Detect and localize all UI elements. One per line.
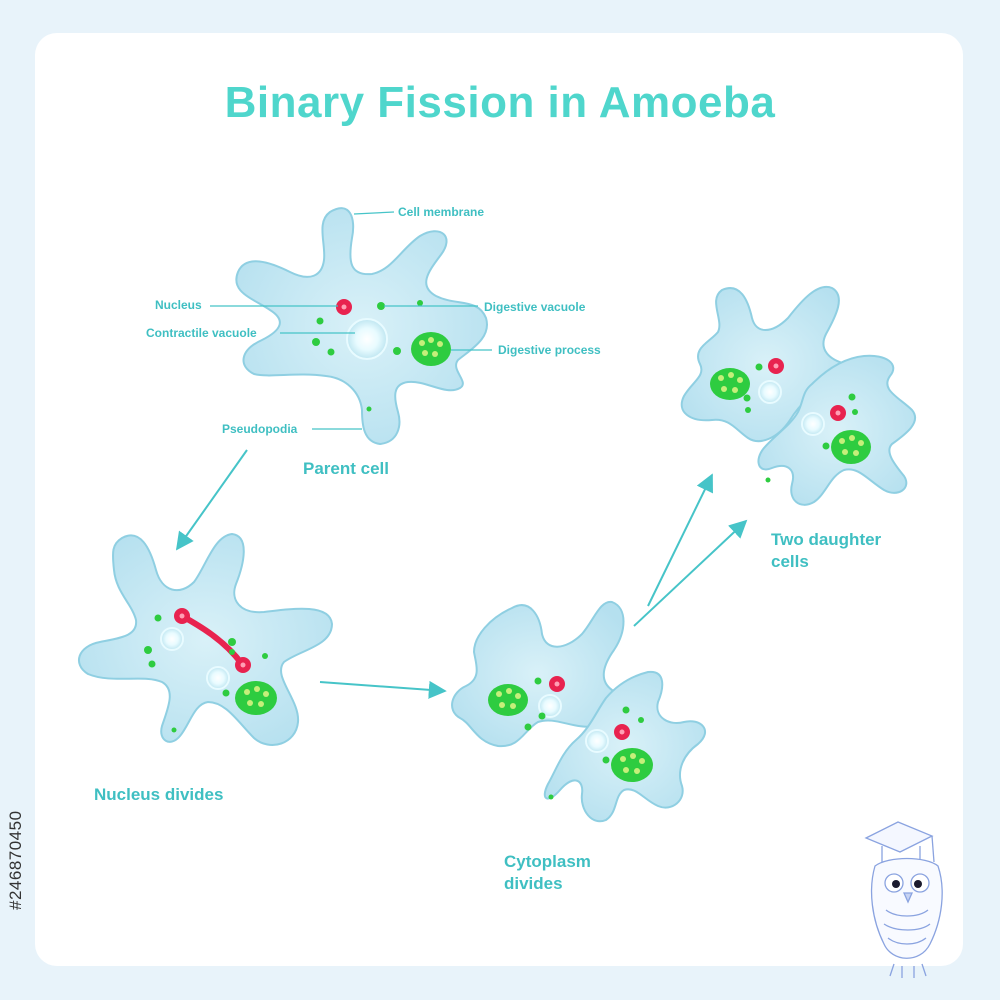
label-pseudopodia: Pseudopodia: [222, 422, 298, 436]
caption-daughters-line2: cells: [771, 552, 809, 571]
label-cell-membrane: Cell membrane: [398, 205, 485, 219]
caption-cytoplasm-line2: divides: [504, 874, 563, 893]
contractile-vacuole: [206, 666, 230, 690]
cytokinesis-right-membrane: [543, 670, 706, 823]
contractile-vacuole: [160, 627, 184, 651]
owl-mascot-icon: [864, 821, 943, 978]
parent-cell: [235, 207, 489, 446]
contractile-vacuole: [538, 694, 562, 718]
dividing-cell-membrane: [77, 532, 334, 746]
daughter-cells: [680, 285, 917, 506]
arrow-to-daughter-top: [647, 473, 713, 607]
food-vacuole: [235, 681, 277, 715]
caption-parent-cell: Parent cell: [303, 459, 389, 478]
label-nucleus: Nucleus: [155, 298, 202, 312]
label-leaders: [210, 211, 492, 430]
contractile-vacuole: [758, 380, 782, 404]
contractile-vacuole: [585, 729, 609, 753]
cytokinesis-cells: [451, 600, 706, 823]
arrow-to-daughter-bottom: [633, 519, 748, 627]
label-digestive-process: Digestive process: [498, 343, 601, 357]
caption-nucleus-divides: Nucleus divides: [94, 785, 224, 804]
label-digestive-vacuole: Digestive vacuole: [484, 300, 586, 314]
caption-cytoplasm-divides: Cytoplasm divides: [504, 851, 591, 895]
diagram-title: Binary Fission in Amoeba: [224, 78, 776, 127]
daughter-bottom-membrane: [757, 354, 917, 506]
caption-two-daughter-cells: Two daughter cells: [771, 529, 881, 573]
dividing-cell: [77, 532, 334, 746]
caption-daughters-line1: Two daughter: [771, 530, 882, 549]
arrow-parent-to-dividing: [175, 449, 248, 551]
caption-cytoplasm-line1: Cytoplasm: [504, 852, 591, 871]
stock-image-id: #246870450: [6, 810, 25, 910]
label-contractile-vacuole: Contractile vacuole: [146, 326, 257, 340]
contractile-vacuole: [801, 412, 825, 436]
arrow-dividing-to-cytoplasm: [319, 680, 447, 699]
food-vacuole: [831, 430, 871, 464]
contractile-vacuole: [346, 318, 388, 360]
food-vacuole: [611, 748, 653, 782]
process-arrows: [175, 449, 748, 699]
